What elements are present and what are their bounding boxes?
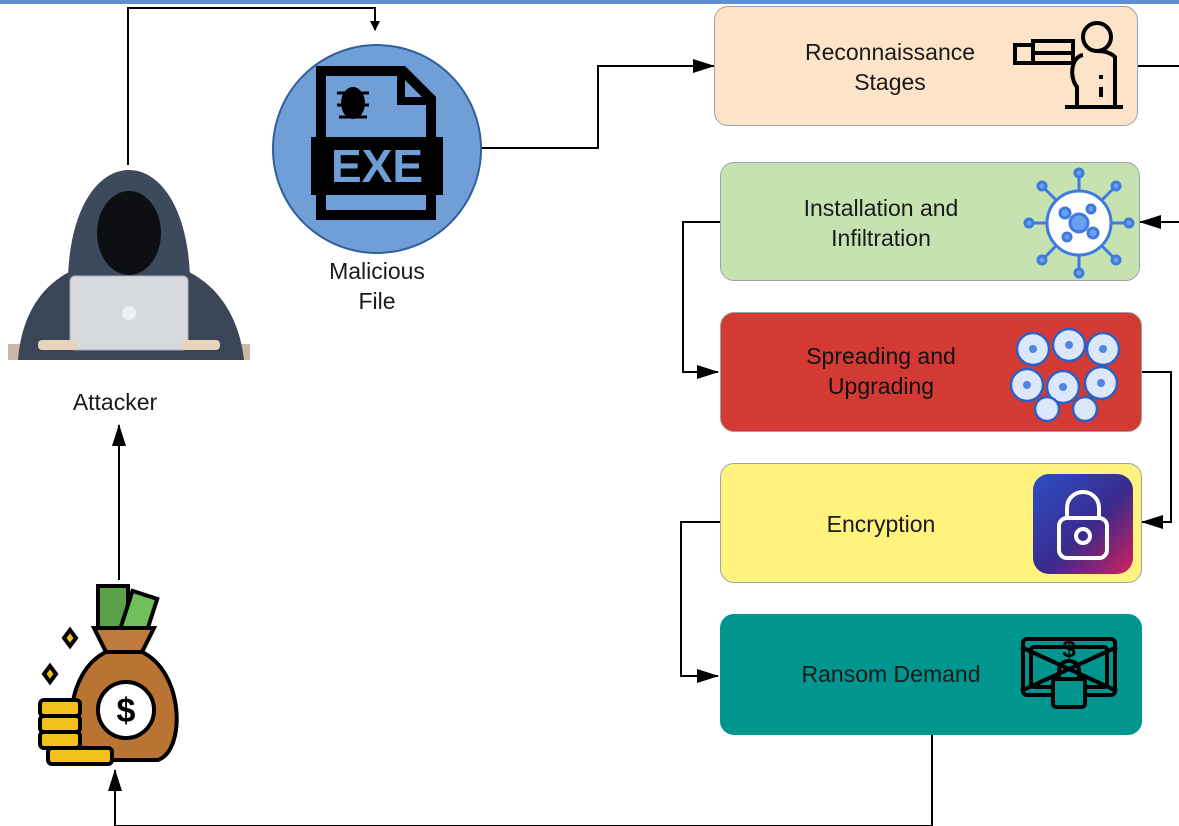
edge-recon-to-install <box>1138 65 1179 222</box>
virus-cluster-icon <box>1009 327 1121 423</box>
edge-file-to-recon <box>480 59 715 149</box>
malicious-file-line2: File <box>358 288 396 314</box>
malicious-file-line1: Malicious <box>329 258 425 284</box>
malicious-file-label: Malicious File <box>302 256 452 316</box>
stage-installation-label: Installation and Infiltration <box>761 193 1001 253</box>
edge-spread-to-encrypt <box>1141 371 1172 529</box>
spyglass-lookout-icon <box>1013 21 1123 109</box>
attacker-label: Attacker <box>72 389 158 415</box>
stage-ransom-demand-label: Ransom Demand <box>801 661 981 687</box>
stage-reconnaissance-label: Reconnaissance Stages <box>775 37 1005 97</box>
stage-ransom-demand: Ransom Demand $ <box>720 614 1142 735</box>
locked-money-icon: $ <box>1020 636 1118 709</box>
ransom-dollar-sign: $ <box>1062 636 1076 663</box>
edge-attacker-to-file <box>127 7 380 165</box>
stage-reconnaissance-line1: Reconnaissance <box>804 39 976 65</box>
top-border <box>0 0 1179 4</box>
stage-encryption: Encryption <box>720 463 1142 583</box>
stage-installation-line1: Installation and <box>803 195 959 221</box>
stage-reconnaissance: Reconnaissance Stages <box>714 6 1138 126</box>
stage-spreading: Spreading and Upgrading <box>720 312 1142 432</box>
hooded-hacker-icon <box>8 170 250 360</box>
stage-spreading-label: Spreading and Upgrading <box>761 341 1001 401</box>
stage-spreading-line1: Spreading and <box>806 343 956 369</box>
stage-reconnaissance-line2: Stages <box>854 69 926 95</box>
edge-ransom-to-money <box>114 735 933 826</box>
stage-installation: Installation and Infiltration <box>720 162 1140 281</box>
money-bag-dollar: $ <box>117 692 136 730</box>
stage-spreading-line2: Upgrading <box>827 373 935 399</box>
virus-icon <box>1023 167 1135 279</box>
exe-file-bug-icon: EXE <box>272 44 482 254</box>
edge-encrypt-to-ransom <box>680 521 722 683</box>
stage-installation-line2: Infiltration <box>831 225 931 251</box>
stage-encryption-label: Encryption <box>826 511 936 537</box>
exe-badge: EXE <box>331 140 423 192</box>
money-bag-icon: $ <box>38 584 179 766</box>
padlock-icon <box>1033 474 1133 574</box>
edge-install-to-spread <box>682 221 722 379</box>
